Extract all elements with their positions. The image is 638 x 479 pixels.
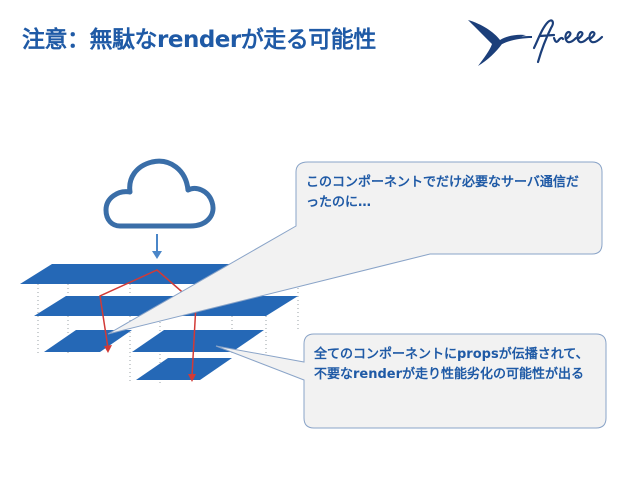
freee-logo: freee	[468, 19, 604, 66]
callout-2-shape	[215, 333, 607, 429]
slide-title: 注意：無駄なrenderが走る可能性	[22, 27, 376, 53]
propagation-arrowhead-1	[104, 345, 112, 353]
callout-1-shape	[107, 161, 603, 335]
cloud-icon	[103, 158, 216, 229]
callout-2-text: 全てのコンポーネントにpropsが伝播されて、不要なrenderが走り性能劣化の…	[314, 347, 589, 382]
callout-1-text: このコンポーネントでだけ必要なサーバ通信だったのに…	[306, 175, 579, 210]
cloud-arrow	[152, 234, 162, 259]
propagation-arrowhead-2	[188, 374, 196, 382]
bird-icon	[468, 20, 532, 66]
layer-3-left	[44, 330, 132, 352]
layer-4	[136, 358, 232, 380]
layer-3-right	[132, 330, 264, 352]
freee-wordmark	[532, 19, 604, 64]
propagation-path	[99, 269, 197, 377]
